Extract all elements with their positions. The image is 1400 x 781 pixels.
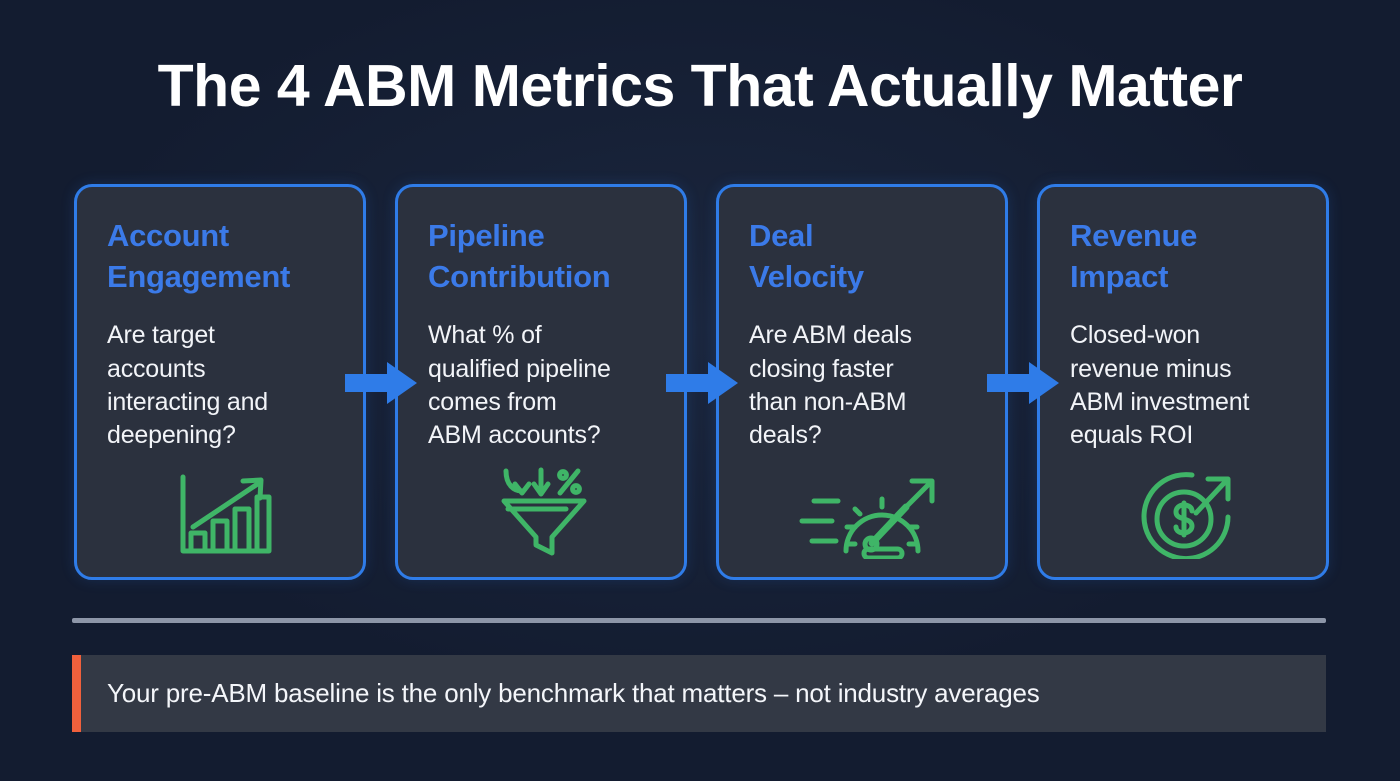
card-title: Pipeline Contribution [428, 218, 611, 295]
arrow-right-icon [666, 362, 738, 404]
footer-callout: Your pre-ABM baseline is the only benchm… [72, 655, 1326, 732]
card-title: Revenue Impact [1070, 218, 1198, 295]
arrow-right-icon [987, 362, 1059, 404]
metric-card-revenue-impact[interactable]: Revenue Impact Closed-won revenue minus … [1037, 184, 1329, 580]
card-body: Are target accounts interacting and deep… [107, 321, 269, 450]
page-title: The 4 ABM Metrics That Actually Matter [157, 53, 1243, 119]
card-body: Closed-won revenue minus ABM investment … [1070, 321, 1250, 450]
footer-accent-bar [72, 655, 81, 732]
arrow-right-icon [345, 362, 417, 404]
footer-text: Your pre-ABM baseline is the only benchm… [107, 678, 1040, 708]
card-title: Deal Velocity [749, 218, 864, 295]
metric-card-deal-velocity[interactable]: Deal Velocity Are ABM deals closing fast… [716, 184, 1008, 580]
dollar-circle-growth-icon [1040, 463, 1332, 559]
card-body: Are ABM deals closing faster than non-AB… [749, 321, 912, 450]
metric-card-pipeline-contribution[interactable]: Pipeline Contribution What % of qualifie… [395, 184, 687, 580]
funnel-percent-icon [398, 463, 690, 559]
card-title: Account Engagement [107, 218, 291, 295]
card-body: What % of qualified pipeline comes from … [428, 321, 611, 450]
speedometer-icon [719, 463, 1011, 559]
metric-card-account-engagement[interactable]: Account Engagement Are target accounts i… [74, 184, 366, 580]
bar-chart-growth-icon [77, 463, 369, 559]
section-divider [72, 618, 1326, 623]
metrics-card-row: Account Engagement Are target accounts i… [74, 184, 1329, 580]
